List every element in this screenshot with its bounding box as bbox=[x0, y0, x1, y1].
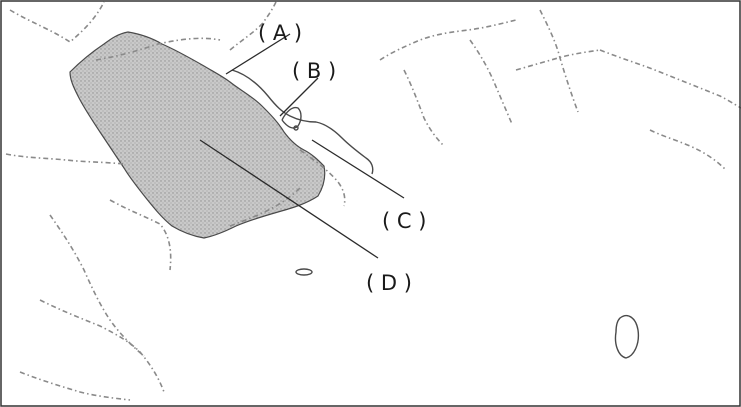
border-line bbox=[109, 199, 172, 271]
border-line bbox=[49, 214, 145, 357]
border-line bbox=[403, 69, 445, 147]
border-line bbox=[539, 9, 579, 113]
label-a: ( A ) bbox=[258, 21, 302, 45]
border-line bbox=[599, 49, 741, 109]
border-line bbox=[19, 371, 131, 401]
label-d: ( D ) bbox=[366, 271, 412, 295]
sri-lanka-island bbox=[614, 314, 640, 359]
border-line bbox=[5, 153, 125, 165]
border-line bbox=[39, 299, 165, 393]
border-line bbox=[229, 187, 301, 227]
highlighted-region bbox=[69, 31, 326, 239]
border-line bbox=[469, 39, 513, 125]
label-b: ( B ) bbox=[292, 59, 336, 83]
border-line bbox=[515, 49, 601, 71]
border-line bbox=[95, 37, 221, 61]
leader-line-b bbox=[279, 77, 319, 117]
leader-line-c bbox=[311, 139, 405, 199]
border-line bbox=[9, 1, 105, 43]
border-line bbox=[299, 149, 346, 207]
socotra-island bbox=[295, 268, 313, 276]
label-c: ( C ) bbox=[382, 209, 426, 233]
africa-landmass bbox=[0, 140, 222, 407]
persian-gulf-coast bbox=[231, 69, 374, 175]
leader-line-a bbox=[225, 33, 291, 75]
leader-line-d bbox=[199, 139, 379, 259]
border-line bbox=[229, 1, 277, 51]
qatar-peninsula bbox=[281, 106, 302, 129]
northern-landmass bbox=[0, 0, 741, 336]
